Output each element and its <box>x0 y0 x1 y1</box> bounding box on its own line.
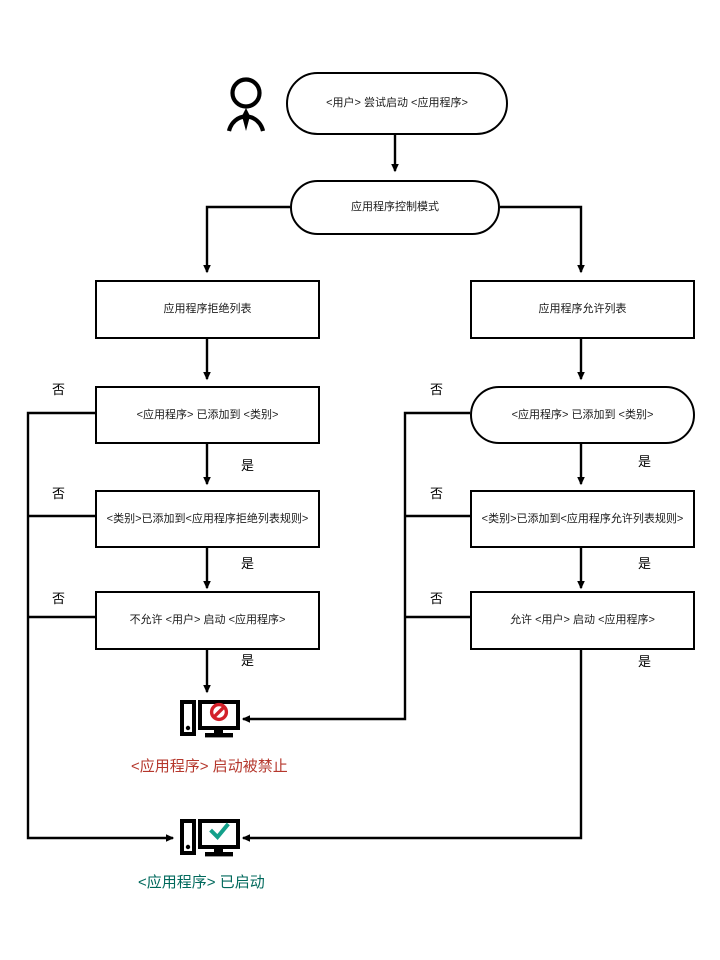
terminal-label-started: <应用程序> 已启动 <box>138 874 265 891</box>
edge-mode-to-denylist <box>203 205 290 274</box>
edge-label-right-no-1: 否 <box>430 382 444 397</box>
node-start[interactable]: <用户> 尝试启动 <应用程序> <box>286 72 508 135</box>
edge-left-no-trunk <box>26 411 175 842</box>
edge-label-left-yes-1: 是 <box>241 458 255 473</box>
node-allow-list[interactable]: 应用程序允许列表 <box>470 280 695 339</box>
edge-label-right-yes-1: 是 <box>638 454 652 469</box>
node-deny-app-in-category[interactable]: <应用程序> 已添加到 <类别> <box>95 386 320 444</box>
edge-label-right-no-3: 否 <box>430 591 444 606</box>
edge-right-no-trunk <box>241 411 470 723</box>
monitor-allowed-icon <box>180 819 240 857</box>
edge-label-left-no-3: 否 <box>52 591 66 606</box>
person-icon <box>226 77 266 132</box>
node-deny-category-rule[interactable]: <类别>已添加到<应用程序拒绝列表规则> <box>95 490 320 548</box>
terminal-label-blocked: <应用程序> 启动被禁止 <box>131 758 288 775</box>
edge-label-right-yes-3: 是 <box>638 654 652 669</box>
edge-label-right-yes-2: 是 <box>638 556 652 571</box>
edge-label-left-no-1: 否 <box>52 382 66 397</box>
edge-allow-to-started <box>241 650 583 842</box>
node-control-mode[interactable]: 应用程序控制模式 <box>290 180 500 235</box>
monitor-blocked-icon <box>180 700 240 738</box>
edge-label-right-no-2: 否 <box>430 486 444 501</box>
edge-label-left-yes-3: 是 <box>241 653 255 668</box>
node-deny-list[interactable]: 应用程序拒绝列表 <box>95 280 320 339</box>
node-allow-app-in-category[interactable]: <应用程序> 已添加到 <类别> <box>470 386 695 444</box>
node-allow-category-rule[interactable]: <类别>已添加到<应用程序允许列表规则> <box>470 490 695 548</box>
node-allow-action[interactable]: 允许 <用户> 启动 <应用程序> <box>470 591 695 650</box>
edge-label-left-no-2: 否 <box>52 486 66 501</box>
node-deny-action[interactable]: 不允许 <用户> 启动 <应用程序> <box>95 591 320 650</box>
edge-mode-to-allowlist <box>500 205 585 274</box>
edge-label-left-yes-2: 是 <box>241 556 255 571</box>
